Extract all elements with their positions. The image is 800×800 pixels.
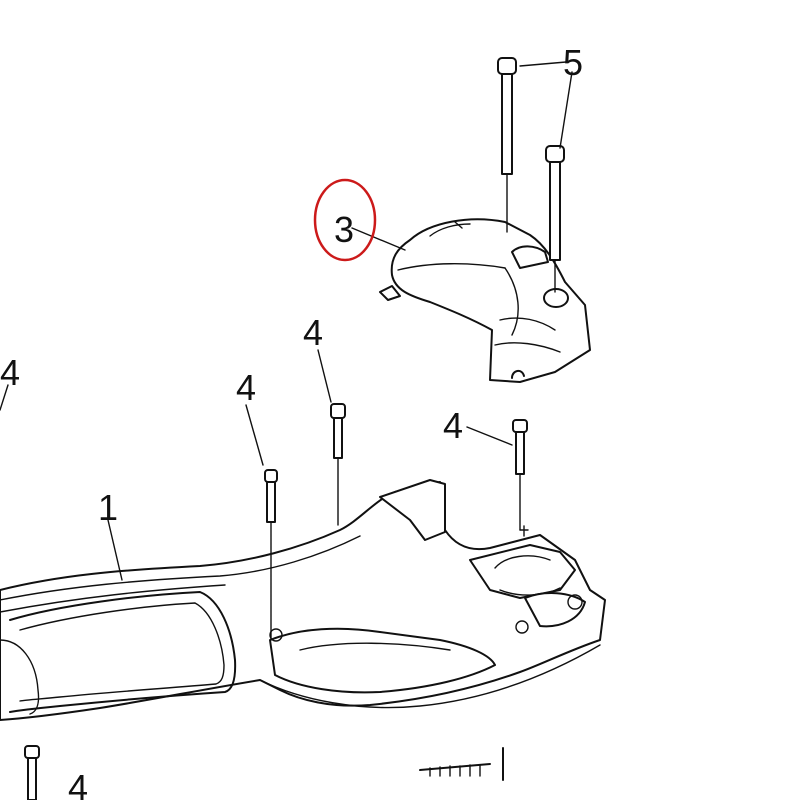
highlight-circle [313,178,377,262]
screw-part-4-bottom [24,745,40,800]
housing-part-1 [0,479,606,721]
callout-1: 1 [98,487,118,528]
cover-part-3 [379,218,591,383]
callout-4-b: 4 [303,312,323,353]
long-screw-part-5-b [545,145,565,293]
callout-4-left: 4 [0,352,20,393]
screw-part-4-a [264,469,278,641]
callout-5: 5 [563,42,583,83]
callout-4-bottom: 4 [68,767,88,800]
screw-part-4-c [512,419,528,531]
callout-3: 3 [334,209,354,250]
partial-part-bottom [419,747,504,781]
screw-part-4-b [330,403,346,526]
callout-4-c: 4 [443,405,463,446]
callout-4-a: 4 [236,367,256,408]
long-screw-part-5-a [497,57,517,233]
leader-lines [0,61,573,581]
